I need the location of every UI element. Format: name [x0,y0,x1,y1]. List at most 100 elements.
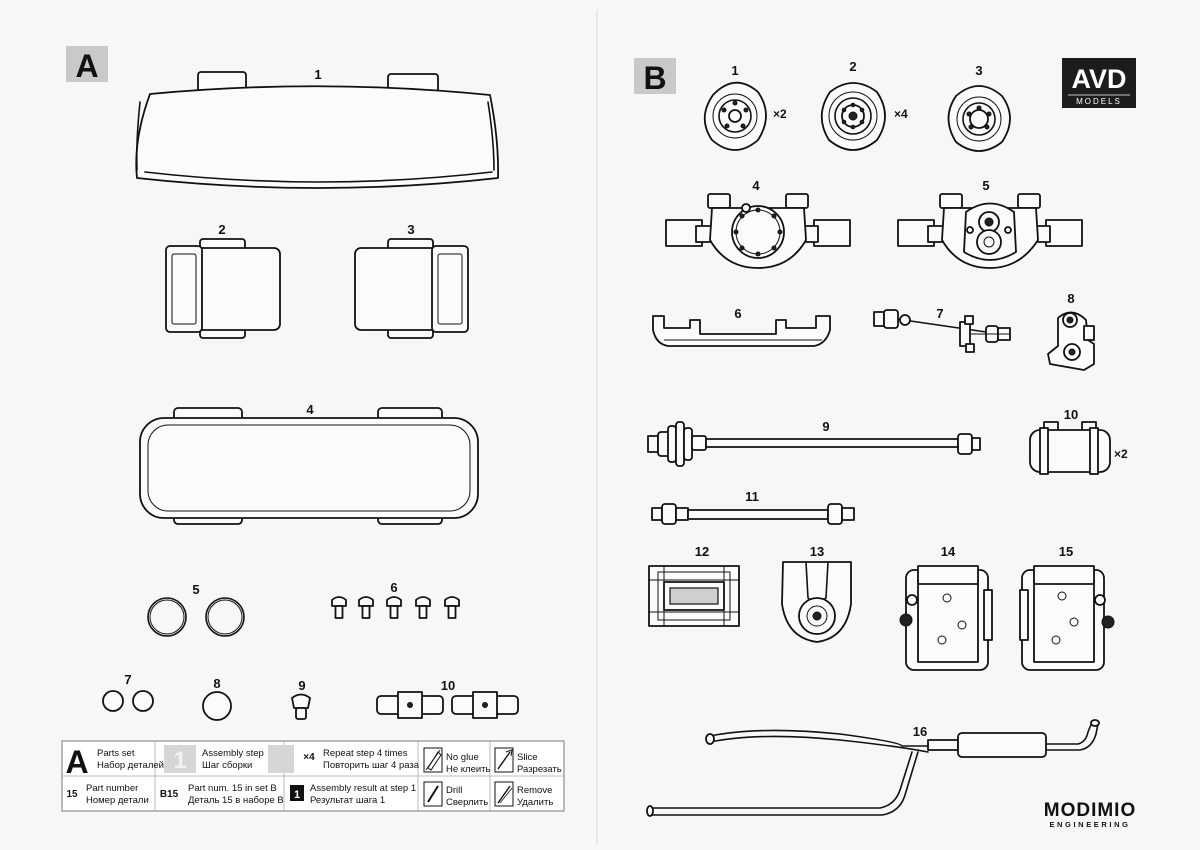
b-part-3-label: 3 [975,63,982,78]
legend-remove-ru: Удалить [517,797,553,808]
a-part-1-label: 1 [314,67,321,82]
a-part-6-label: 6 [390,580,397,595]
a-part-9-knob [291,693,311,720]
legend-result-badge [290,785,304,801]
a-part-2-seat [165,238,281,339]
legend-drill-ru: Сверлить [446,797,488,808]
b-part-5-label: 5 [982,178,989,193]
b-part-13-label: 13 [810,544,824,559]
b-part-1-mult: ×2 [773,107,787,121]
a-part-10-brackets [376,691,519,719]
legend-parts-set-ru: Набор деталей [97,760,164,771]
b-part-14-label: 14 [941,544,956,559]
legend-slice-en: Slice [517,752,538,763]
sheet-b-badge [634,58,676,94]
b-part-12-radiator [648,565,740,627]
b-part-3-wheel [947,85,1011,152]
b-part-16-exhaust-pipe [646,719,1100,817]
sheet-b: B AVD MODELS 1 ×2 [634,58,1136,829]
sheet-a: A 1 2 3 [66,46,519,721]
drill-icon [423,781,443,807]
b-part-2-wheel [820,82,886,151]
legend-part-number-code: 15 [66,789,78,800]
b-part-8-steering-box [1047,311,1095,371]
b-part-1-wheel [703,81,767,151]
b-part-4-front-axle [665,193,851,269]
b-part-13-pulley [781,561,852,643]
legend-remove-en: Remove [517,785,552,796]
legend-repeat-mult: ×4 [303,752,315,763]
legend-result-glyph: 1 [294,789,300,801]
legend-repeat-ru: Повторить шаг 4 раза [323,760,420,771]
modimio-logo-subtext: ENGINEERING [1049,820,1130,829]
legend-result-en: Assembly result at step 1 [310,783,416,794]
a-part-1-windshield [135,71,499,189]
modimio-logo-text: MODIMIO [1044,800,1137,821]
sheet-a-badge [66,46,108,82]
a-part-5-rings [147,597,245,637]
b-part-5-rear-axle [897,193,1083,269]
b-part-2-label: 2 [849,59,856,74]
a-part-6-knobs [331,596,460,619]
legend-no-glue-en: No glue [446,752,479,763]
a-part-3-seat [354,238,469,339]
a-part-3-label: 3 [407,222,414,237]
a-part-10-label: 10 [441,678,455,693]
legend-slice-ru: Разрезать [517,764,562,775]
modimio-logo: MODIMIO ENGINEERING [1044,800,1137,829]
a-part-2-label: 2 [218,222,225,237]
legend-part-in-set-ru: Деталь 15 в наборе B [188,795,284,806]
legend-part-number-ru: Номер детали [86,795,149,806]
b-part-14-battery-box [899,565,993,671]
avd-logo-text: AVD [1071,64,1126,94]
legend-repeat-en: Repeat step 4 times [323,748,408,759]
legend-step-glyph: 1 [173,747,186,774]
legend-no-glue-ru: Не клеить [446,764,491,775]
b-part-9-drive-shaft-long [647,421,981,467]
b-part-10-fuel-tank [1029,421,1111,475]
b-part-15-label: 15 [1059,544,1073,559]
b-part-4-label: 4 [752,178,760,193]
b-part-2-mult: ×4 [894,107,908,121]
a-part-9-label: 9 [298,678,305,693]
b-part-15-battery-box [1019,565,1115,671]
legend-assembly-step-ru: Шаг сборки [202,760,252,771]
slice-icon [494,747,514,773]
b-part-11-label: 11 [745,489,759,504]
legend-part-in-set-en: Part num. 15 in set B [188,783,277,794]
a-part-7-label: 7 [124,672,131,687]
avd-logo-subtext: MODELS [1076,97,1122,106]
a-part-4-window-frame [139,407,479,525]
legend-step-badge [164,745,196,773]
a-part-4-label: 4 [306,402,314,417]
no-glue-icon [423,747,443,773]
a-part-7-small-discs [102,690,154,712]
legend-box: A Parts set Набор деталей 1 Assembly ste… [61,740,565,812]
b-part-10-mult: ×2 [1114,447,1128,461]
b-part-9-label: 9 [822,419,829,434]
legend-part-in-set-code: B15 [160,789,179,800]
a-part-5-label: 5 [192,582,199,597]
b-part-6-label: 6 [734,306,741,321]
legend-repeat-badge [268,745,294,773]
b-part-1-label: 1 [731,63,738,78]
legend-parts-set-en: Parts set [97,748,135,759]
b-part-7-steering-linkage [873,309,1011,353]
b-part-6-frame-rail [652,315,831,347]
legend-drill-en: Drill [446,785,462,796]
sheet-a-letter: A [75,48,98,84]
legend-result-ru: Результат шага 1 [310,795,385,806]
legend-part-number-en: Part number [86,783,138,794]
avd-models-logo: AVD MODELS [1062,58,1136,108]
legend-assembly-step-en: Assembly step [202,748,264,759]
b-part-11-drive-shaft-short [651,503,855,525]
remove-icon [494,781,514,807]
b-part-8-label: 8 [1067,291,1074,306]
b-part-16-label: 16 [913,724,927,739]
legend-parts-set-letter: A [65,744,88,780]
a-part-8-disc [202,691,232,721]
b-part-12-label: 12 [695,544,709,559]
a-part-8-label: 8 [213,676,220,691]
